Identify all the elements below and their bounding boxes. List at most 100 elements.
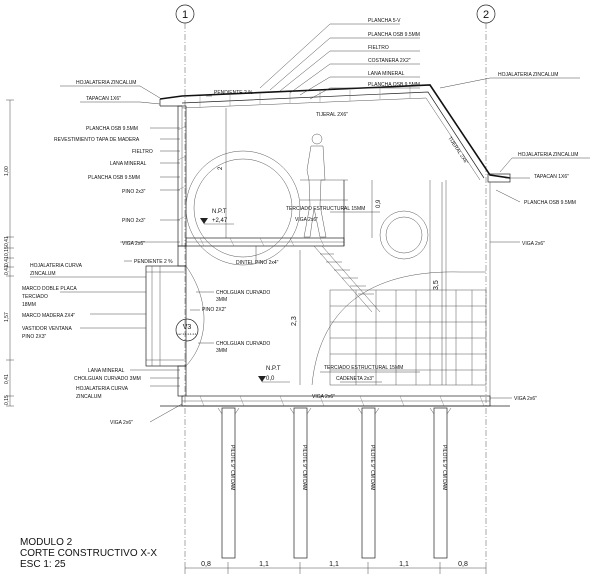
title-block: MODULO 2 CORTE CONSTRUCTIVO X-X ESC 1: 2…: [20, 537, 157, 570]
upper-wall: PLANCHA OSB 9.5MM REVESTIMIENTO TAPA DE …: [54, 105, 545, 247]
right-flashing: HOJALATERIA ZINCALUM: [518, 152, 578, 158]
bottom-dim-5: 0,8: [458, 561, 468, 568]
window-item-3: MARCO DOBLE PLACA: [22, 286, 77, 292]
wall-layer-7: PINO 2x3": [122, 218, 146, 224]
floor-beam-center: VIGA 2x6": [312, 394, 335, 400]
left-dim-4: 0,41: [4, 256, 10, 266]
right-osb: PLANCHA OSB 9.5MM: [524, 200, 576, 206]
floor-plywood: TERCIADO ESTRUCTURAL 15MM: [324, 365, 403, 371]
left-dim-8: 0,15: [4, 395, 10, 405]
grid-axis-2: 2: [476, 4, 496, 560]
axis-label-1: 1: [182, 9, 188, 21]
piles: PILOTE 9" CM DAM PILOTE 9" CM DAM PILOTE…: [217, 407, 452, 559]
roof-flashing-left: HOJALATERIA ZINCALUM: [76, 80, 136, 86]
mezzanine-floor: N.P.T +2,47 TERCIADO ESTRUCTURAL 15MM VI…: [185, 108, 382, 313]
window-marker: V3: [183, 324, 192, 331]
roof-rafter-diag: TIJERAL 2X6": [446, 136, 469, 166]
bottom-dim-1: 0,8: [201, 561, 211, 568]
right-eave: TAPACAN 1X6": [534, 174, 569, 180]
human-figure: [303, 133, 327, 238]
window-slope: PENDIENTE 2 %: [134, 259, 173, 265]
lower-item-2: CHOLGUAN CURVADO 3MM: [74, 376, 141, 382]
interior-geometry: [185, 150, 486, 386]
wall-layer-4: LANA MINERAL: [110, 161, 147, 167]
chol-top-1: CHOLGUAN CURVADO: [216, 290, 270, 296]
lower-beam: VIGA 2x6": [110, 420, 133, 426]
chol-bot-1: CHOLGUAN CURVADO: [216, 341, 270, 347]
left-dim-6: 1,57: [4, 312, 10, 322]
left-dimensions: 1,00 0,41 0,15 0,41 0,41 1,57 0,41 0,15: [4, 99, 14, 407]
wall-grid: [329, 289, 487, 386]
left-dim-5: 0,41: [4, 265, 10, 275]
window-item-7: VASTIDOR VENTANA: [22, 326, 72, 332]
mezz-npt-value: +2,47: [212, 218, 228, 224]
roof-layer-4: COSTANERA 2X2": [368, 58, 411, 64]
lower-item-3: HOJALATERIA CURVA: [76, 386, 129, 392]
window-marker-sub: ver 1.1.1.1.1.1: [177, 332, 197, 336]
window-item-1: HOJALATERIA CURVA: [30, 263, 83, 269]
left-dim-2: 0,41: [4, 236, 10, 246]
pile-1: PILOTE 9" CM DAM: [217, 407, 240, 559]
pile-1-label: PILOTE 9" CM DAM: [229, 445, 235, 490]
floor-chain: CADENETA 2x3": [336, 376, 374, 382]
middle-labels: CHOLGUAN CURVADO 3MM PINO 2X2" CHOLGUAN …: [190, 182, 443, 385]
left-dim-1: 1,00: [4, 166, 10, 176]
pile-2: PILOTE 9" CM DAM: [289, 407, 312, 559]
roof-layer-3: FIELTRO: [368, 45, 389, 51]
wall-layer-5: PLANCHA OSB 9.5MM: [88, 175, 140, 181]
floor-beam-right: VIGA 2x6": [514, 396, 537, 402]
axis-label-2: 2: [483, 9, 489, 21]
wall-layer-1: PLANCHA OSB 9.5MM: [86, 126, 138, 132]
mezz-upper-dim: 2: [218, 166, 224, 170]
roof-rafter: TIJERAL 2X6": [316, 112, 348, 118]
window-item-8: PINO 2X3": [22, 334, 47, 340]
pile-3: PILOTE 9" CM DAM: [357, 407, 380, 559]
wall-layer-6: PINO 2x3": [122, 189, 146, 195]
left-dim-7: 0,41: [4, 374, 10, 384]
mezz-rail-dim: 0,9: [376, 199, 382, 208]
bottom-dimensions: 0,8 1,1 1,1 1,1 0,8: [184, 561, 487, 574]
floor-npt-value: 0,0: [266, 376, 275, 382]
roof-layer-labels: PLANCHA 5-V PLANCHA OSB 9.5MM FIELTRO CO…: [60, 18, 590, 206]
bottom-dim-3: 1,1: [329, 561, 339, 568]
wall-beam-left: VIGA 2x6": [122, 241, 145, 247]
roof-flashing-right: HOJALATERIA ZINCALUM: [498, 72, 558, 78]
mezz-plywood: TERCIADO ESTRUCTURAL 15MM: [286, 206, 365, 212]
ground-floor: N.P.T 0,0 TERCIADO ESTRUCTURAL 15MM CADE…: [160, 365, 537, 407]
chol-top-2: 3MM: [216, 297, 227, 303]
lower-wall: LANA MINERAL CHOLGUAN CURVADO 3MM HOJALA…: [74, 365, 187, 426]
title-line-3: ESC 1: 25: [20, 559, 66, 570]
window-item-6: MARCO MADERA 2X4": [22, 313, 75, 319]
middle-total-dim: 3,5: [433, 280, 440, 290]
roof-slope: PENDIENTE 2 %: [214, 90, 253, 96]
bottom-dim-2: 1,1: [259, 561, 269, 568]
wall-layer-3: FIELTRO: [132, 149, 153, 155]
title-line-1: MODULO 2: [20, 537, 73, 548]
roof-layer-2: PLANCHA OSB 9.5MM: [368, 32, 420, 38]
mezz-npt-label: N.P.T: [212, 209, 227, 215]
title-line-2: CORTE CONSTRUCTIVO X-X: [20, 548, 158, 559]
pile-4-label: PILOTE 9" CM DAM: [441, 445, 447, 490]
pile-4: PILOTE 9" CM DAM: [429, 407, 452, 559]
pile-2-label: PILOTE 9" CM DAM: [301, 445, 307, 490]
left-dim-3: 0,15: [4, 246, 10, 256]
lower-item-1: LANA MINERAL: [88, 368, 125, 374]
window-item-2: ZINCALUM: [30, 271, 56, 277]
window-item-4: TERCIADO: [22, 294, 48, 300]
grid-axis-1: 1: [175, 4, 195, 560]
wall-beam-right: VIGA 2x6": [522, 241, 545, 247]
roof-layer-1: PLANCHA 5-V: [368, 18, 401, 24]
floor-npt-label: N.P.T: [266, 366, 281, 372]
middle-pino: PINO 2X2": [202, 307, 227, 313]
lower-item-4: ZINCALUM: [76, 394, 102, 400]
mezz-beam: VIGA 2x6": [295, 217, 318, 223]
bottom-dim-4: 1,1: [399, 561, 409, 568]
window-bay: HOJALATERIA CURVA ZINCALUM MARCO DOBLE P…: [22, 245, 205, 367]
window-item-5: 18MM: [22, 302, 36, 308]
wall-layer-2: REVESTIMIENTO TAPA DE MADERA: [54, 137, 140, 143]
mezz-lintel: DINTEL PINO 2x4": [236, 260, 279, 266]
roof-layer-5: LANA MINERAL: [368, 71, 405, 77]
roof-structure: [159, 84, 511, 400]
middle-height-dim: 2,3: [291, 316, 298, 326]
